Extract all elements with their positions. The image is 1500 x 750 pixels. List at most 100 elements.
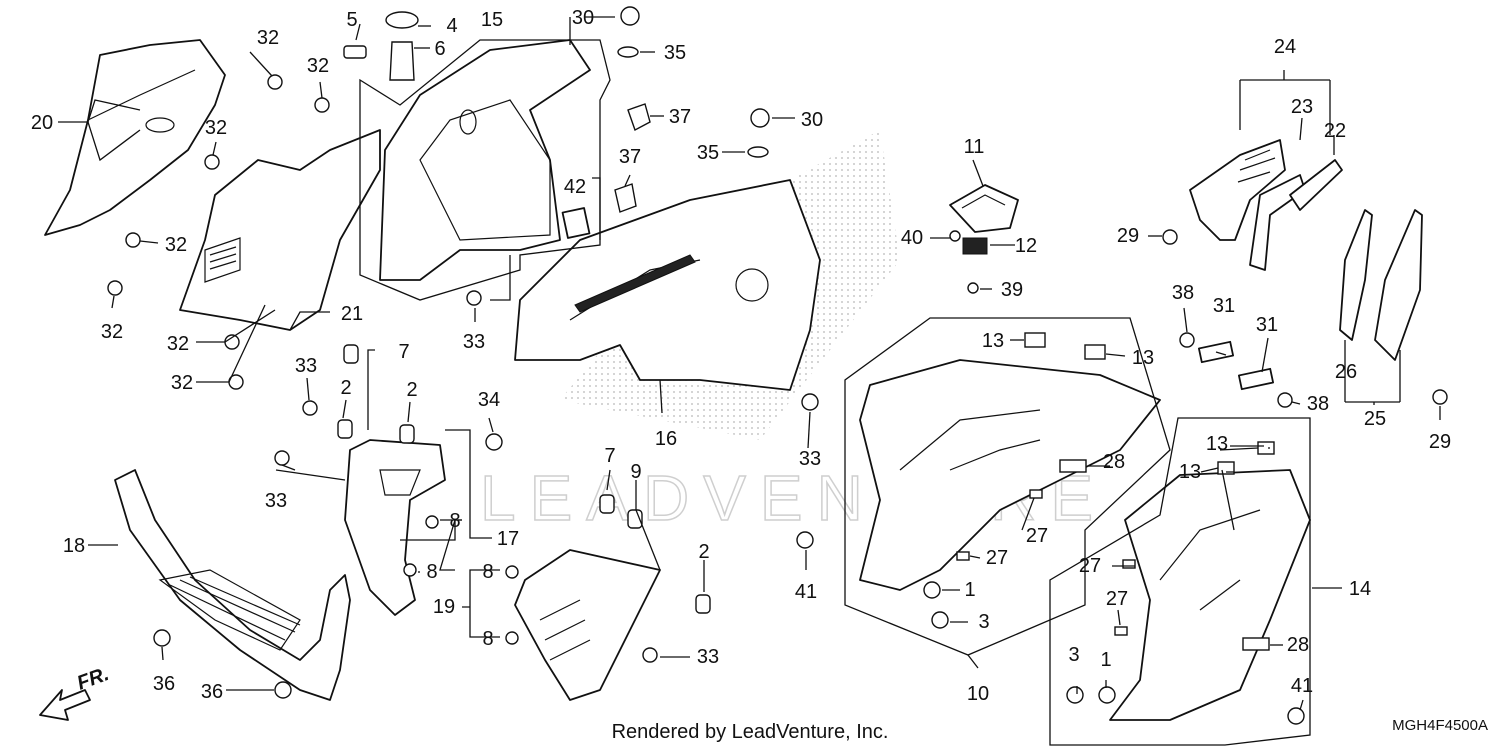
part-30-screw-b[interactable] [750,108,770,128]
part-32-screw-e[interactable] [107,280,123,296]
callout-32[interactable]: 32 [167,333,189,355]
part-29-screw-a[interactable] [1162,229,1178,245]
callout-12[interactable]: 12 [1015,235,1037,257]
callout-6[interactable]: 6 [434,38,445,60]
part-24-garnish-assembly[interactable] [1189,139,1343,271]
callout-33[interactable]: 33 [265,490,287,512]
callout-29[interactable]: 29 [1429,431,1451,453]
part-1-grommet-b[interactable] [1098,686,1116,704]
callout-31[interactable]: 31 [1213,295,1235,317]
callout-27[interactable]: 27 [986,547,1008,569]
callout-33[interactable]: 33 [295,355,317,377]
part-33-bolt-a[interactable] [302,400,318,416]
callout-35[interactable]: 35 [697,142,719,164]
part-12-grommet[interactable] [962,237,988,255]
callout-8[interactable]: 8 [426,561,437,583]
callout-30[interactable]: 30 [572,7,594,29]
part-16-main-side-cowl[interactable] [514,179,821,391]
part-2-grommet-b[interactable] [399,424,415,444]
part-41-bolt-a[interactable] [796,531,814,549]
callout-18[interactable]: 18 [63,535,85,557]
callout-36[interactable]: 36 [201,681,223,703]
part-33-bolt-d[interactable] [801,393,819,411]
callout-7[interactable]: 7 [604,445,615,467]
callout-39[interactable]: 39 [1001,279,1023,301]
part-28-pad-a[interactable] [1059,459,1087,473]
callout-13[interactable]: 13 [1179,461,1201,483]
part-38-screw-b[interactable] [1277,392,1293,408]
callout-8[interactable]: 8 [482,628,493,650]
part-8-nut-b[interactable] [403,563,417,577]
part-30-screw-a[interactable] [620,6,640,26]
part-14-lower-cowl-right[interactable] [1109,469,1311,721]
callout-1[interactable]: 1 [964,579,975,601]
callout-11[interactable]: 11 [964,136,985,158]
callout-27[interactable]: 27 [1026,525,1048,547]
callout-14[interactable]: 14 [1349,578,1371,600]
part-41-bolt-b[interactable] [1287,707,1305,725]
part-33-bolt-c[interactable] [466,290,482,306]
part-36-fastener-b[interactable] [274,681,292,699]
part-37-clip-b[interactable] [614,183,637,213]
callout-13[interactable]: 13 [1132,347,1154,369]
callout-33[interactable]: 33 [799,448,821,470]
callout-41[interactable]: 41 [1291,675,1313,697]
callout-32[interactable]: 32 [171,372,193,394]
part-27-pad-b[interactable] [956,551,970,561]
part-10-lower-cowl[interactable] [859,359,1161,591]
part-2-grommet-a[interactable] [337,419,353,439]
callout-33[interactable]: 33 [697,646,719,668]
part-13-clip-b[interactable] [1084,344,1106,360]
part-3-nut-a[interactable] [931,611,949,629]
part-8-nut-c[interactable] [505,565,519,579]
callout-13[interactable]: 13 [1206,433,1228,455]
part-38-screw-a[interactable] [1179,332,1195,348]
callout-16[interactable]: 16 [655,428,677,450]
callout-28[interactable]: 28 [1287,634,1309,656]
part-7-grommet-b[interactable] [599,494,615,514]
callout-42[interactable]: 42 [564,176,586,198]
part-35-washer-a[interactable] [617,46,639,58]
callout-36[interactable]: 36 [153,673,175,695]
callout-15[interactable]: 15 [481,9,503,31]
part-13-clip-c[interactable] [1257,441,1275,455]
part-20-upper-inner-cowl[interactable] [44,39,226,236]
callout-41[interactable]: 41 [795,581,817,603]
callout-37[interactable]: 37 [619,146,641,168]
part-13-clip-a[interactable] [1024,332,1046,348]
part-39-screw[interactable] [967,282,979,294]
callout-32[interactable]: 32 [165,234,187,256]
part-27-pad-a[interactable] [1029,489,1043,499]
callout-8[interactable]: 8 [449,510,460,532]
callout-34[interactable]: 34 [478,389,500,411]
callout-33[interactable]: 33 [463,331,485,353]
part-8-nut-a[interactable] [425,515,439,529]
callout-35[interactable]: 35 [664,42,686,64]
callout-38[interactable]: 38 [1307,393,1329,415]
part-40-screw[interactable] [949,230,961,242]
part-33-bolt-e[interactable] [642,647,658,663]
part-42-label[interactable] [561,207,591,239]
part-25-side-garnish[interactable] [1339,209,1423,361]
callout-10[interactable]: 10 [967,683,989,705]
part-5-grommet[interactable] [343,45,367,59]
callout-2[interactable]: 2 [698,541,709,563]
callout-3[interactable]: 3 [1068,644,1079,666]
part-26-side-trim[interactable] [1339,209,1373,341]
callout-26[interactable]: 26 [1335,361,1357,383]
part-32-screw-d[interactable] [125,232,141,248]
part-33-bolt-b[interactable] [274,450,290,466]
part-31-bracket-b[interactable] [1237,367,1275,391]
callout-38[interactable]: 38 [1172,282,1194,304]
callout-32[interactable]: 32 [307,55,329,77]
callout-8[interactable]: 8 [482,561,493,583]
part-32-screw-a[interactable] [267,74,283,90]
part-17-inner-bracket[interactable] [344,439,446,616]
callout-31[interactable]: 31 [1256,314,1278,336]
part-19-lower-bracket[interactable] [514,549,661,701]
callout-13[interactable]: 13 [982,330,1004,352]
part-18-under-cowl[interactable] [114,469,351,701]
callout-27[interactable]: 27 [1106,588,1128,610]
part-23-garnish[interactable] [1249,174,1306,271]
part-36-fastener-a[interactable] [153,629,171,647]
